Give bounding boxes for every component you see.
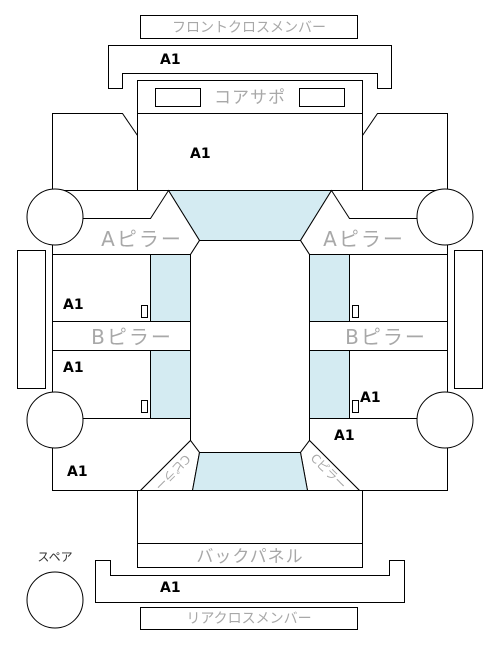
hood-panel[interactable] xyxy=(137,113,363,191)
left-front-door-handle xyxy=(141,305,148,318)
spare-tire-icon[interactable] xyxy=(26,571,84,629)
trunk-panel[interactable] xyxy=(137,490,363,544)
left-front-fender-panel[interactable] xyxy=(52,113,138,191)
right-side-sill-panel[interactable] xyxy=(454,250,483,389)
left-a-pillar-label: Aピラー xyxy=(101,227,183,251)
front-cross-member-label-box xyxy=(140,15,358,39)
left-b-pillar-panel[interactable] xyxy=(52,321,191,351)
left-front-wheel-icon[interactable] xyxy=(26,188,84,246)
rear-window[interactable] xyxy=(191,452,309,491)
left-b-pillar-label: Bピラー xyxy=(91,325,173,349)
front-cross-member-panel[interactable] xyxy=(108,45,392,89)
right-front-wheel-icon[interactable] xyxy=(416,188,474,246)
right-rear-door-damage-mark: A1 xyxy=(360,390,381,406)
core-support-right-bracket xyxy=(299,88,345,107)
left-side-sill-panel[interactable] xyxy=(17,250,46,389)
front-cross-member-damage-mark: A1 xyxy=(160,52,181,68)
right-front-door-handle xyxy=(352,305,359,318)
right-b-pillar-label: Bピラー xyxy=(345,325,427,349)
left-rear-wheel-icon[interactable] xyxy=(26,391,84,449)
rear-cross-member-damage-mark: A1 xyxy=(160,580,181,596)
rear-cross-member-label-box xyxy=(140,607,358,630)
right-front-window[interactable] xyxy=(309,254,350,322)
hood-damage-mark: A1 xyxy=(190,146,211,162)
right-rear-door-handle xyxy=(352,400,359,413)
front-cross-member-label: フロントクロスメンバー xyxy=(172,20,326,36)
right-rear-wheel-icon[interactable] xyxy=(416,391,474,449)
rear-cross-member-panel[interactable] xyxy=(95,560,405,603)
right-rear-window[interactable] xyxy=(309,350,350,419)
left-rear-window[interactable] xyxy=(150,350,191,419)
left-rear-door-handle xyxy=(141,400,148,413)
spare-label: スペア xyxy=(37,550,72,564)
right-front-fender-panel[interactable] xyxy=(362,113,448,191)
left-front-window[interactable] xyxy=(150,254,191,322)
right-rear-quarter-damage-mark: A1 xyxy=(334,428,355,444)
left-front-door-damage-mark: A1 xyxy=(63,297,84,313)
left-rear-door-damage-mark: A1 xyxy=(63,360,84,376)
right-front-door-panel[interactable] xyxy=(349,254,448,322)
core-support-label: コアサポ xyxy=(214,88,286,108)
right-a-pillar-label: Aピラー xyxy=(323,227,405,251)
back-panel[interactable] xyxy=(137,543,363,568)
core-support-left-bracket xyxy=(155,88,201,107)
roof-panel[interactable] xyxy=(190,240,310,453)
left-rear-quarter-damage-mark: A1 xyxy=(67,464,88,480)
back-panel-label: バックパネル xyxy=(196,547,303,567)
rear-cross-member-label: リアクロスメンバー xyxy=(186,611,311,627)
